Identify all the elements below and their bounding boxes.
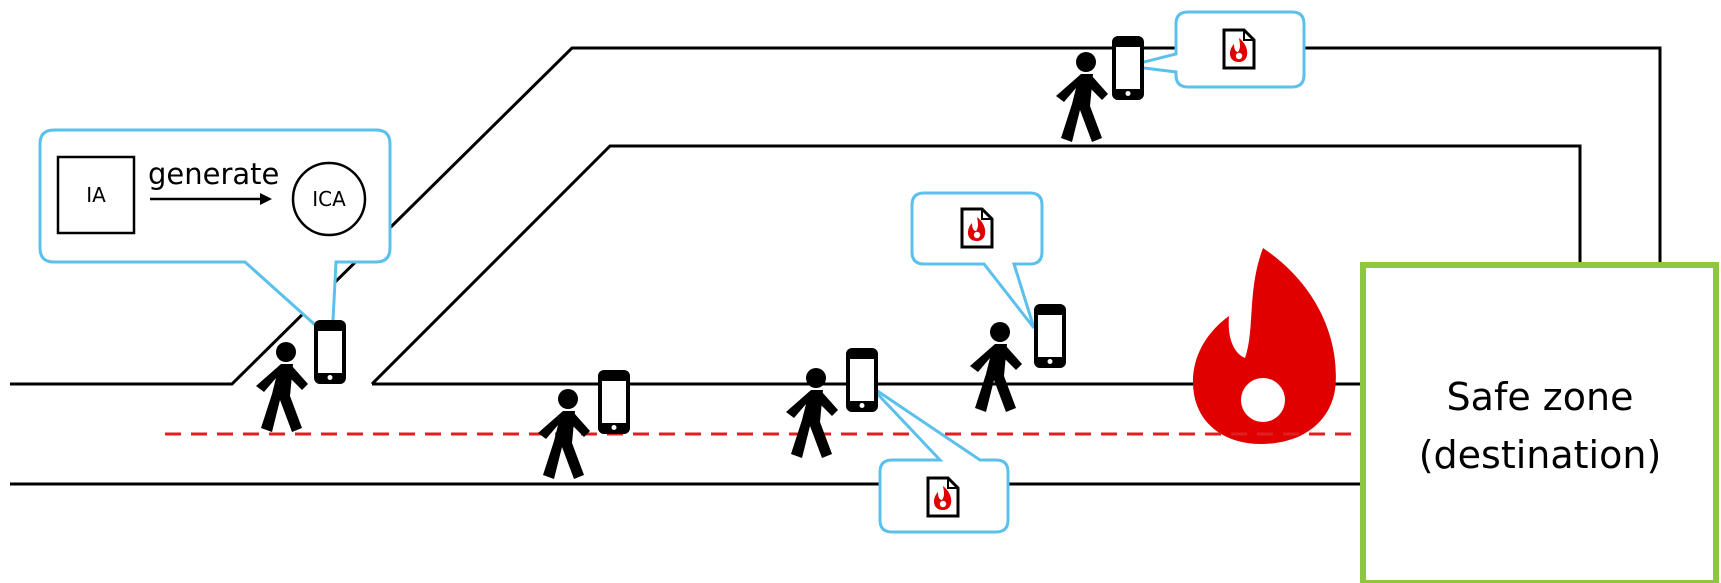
evacuation-route (165, 422, 1385, 446)
ica-circle (291, 161, 367, 237)
smartphone-icon (314, 320, 346, 384)
fire-document-icon (1222, 28, 1256, 70)
smartphone-icon (1034, 304, 1066, 368)
safe-zone-line1: Safe zone (1447, 375, 1634, 419)
ica-label: ICA (312, 187, 346, 211)
smartphone-icon (1112, 36, 1144, 100)
smartphone-icon (846, 348, 878, 412)
pedestrian-icon (538, 389, 590, 479)
outer-wall (10, 46, 1662, 386)
ia-label: IA (86, 183, 106, 207)
pedestrian-icon (1056, 52, 1108, 142)
generate-arrowhead (260, 193, 272, 205)
pedestrian-icon (970, 322, 1022, 412)
fire-icon (1193, 248, 1336, 444)
alert-callout-bottom (868, 384, 1010, 534)
pedestrian-icon (786, 368, 838, 458)
ia-box (56, 155, 136, 235)
safe-zone-line2: (destination) (1419, 433, 1662, 477)
inner-wall (370, 144, 1582, 386)
alert-callout-middle (910, 191, 1044, 329)
safe-zone: Safe zone (destination) (1360, 262, 1719, 583)
generation-callout: IA generate ICA (38, 128, 392, 344)
smartphone-icon (598, 370, 630, 434)
generate-label: generate (148, 157, 279, 191)
fire-document-icon (960, 207, 994, 249)
pedestrian-icon (256, 342, 308, 432)
alert-callout-top (1127, 10, 1306, 89)
fire-document-icon (926, 476, 960, 518)
